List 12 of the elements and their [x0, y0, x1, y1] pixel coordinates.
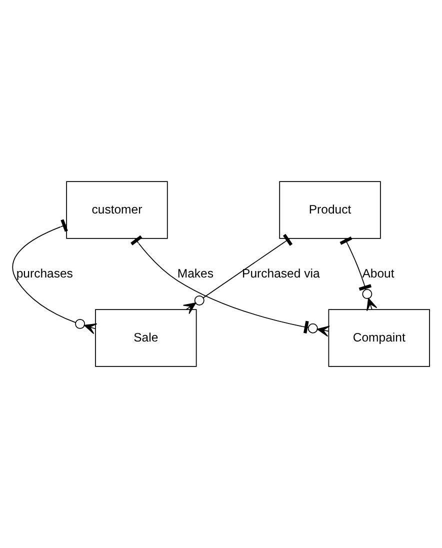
connector: [12, 219, 98, 334]
connector: [182, 234, 292, 314]
edge-label: purchases: [16, 266, 73, 280]
edge-label: Purchased via: [242, 266, 320, 280]
edge-label: Makes: [177, 266, 214, 280]
connector: [340, 236, 378, 312]
connector: [130, 235, 330, 337]
node-box: Sale: [95, 309, 197, 367]
node-box: Product: [279, 181, 381, 239]
node-box: customer: [66, 181, 168, 239]
edge-label: About: [362, 266, 394, 280]
node-box: Compaint: [328, 309, 430, 367]
